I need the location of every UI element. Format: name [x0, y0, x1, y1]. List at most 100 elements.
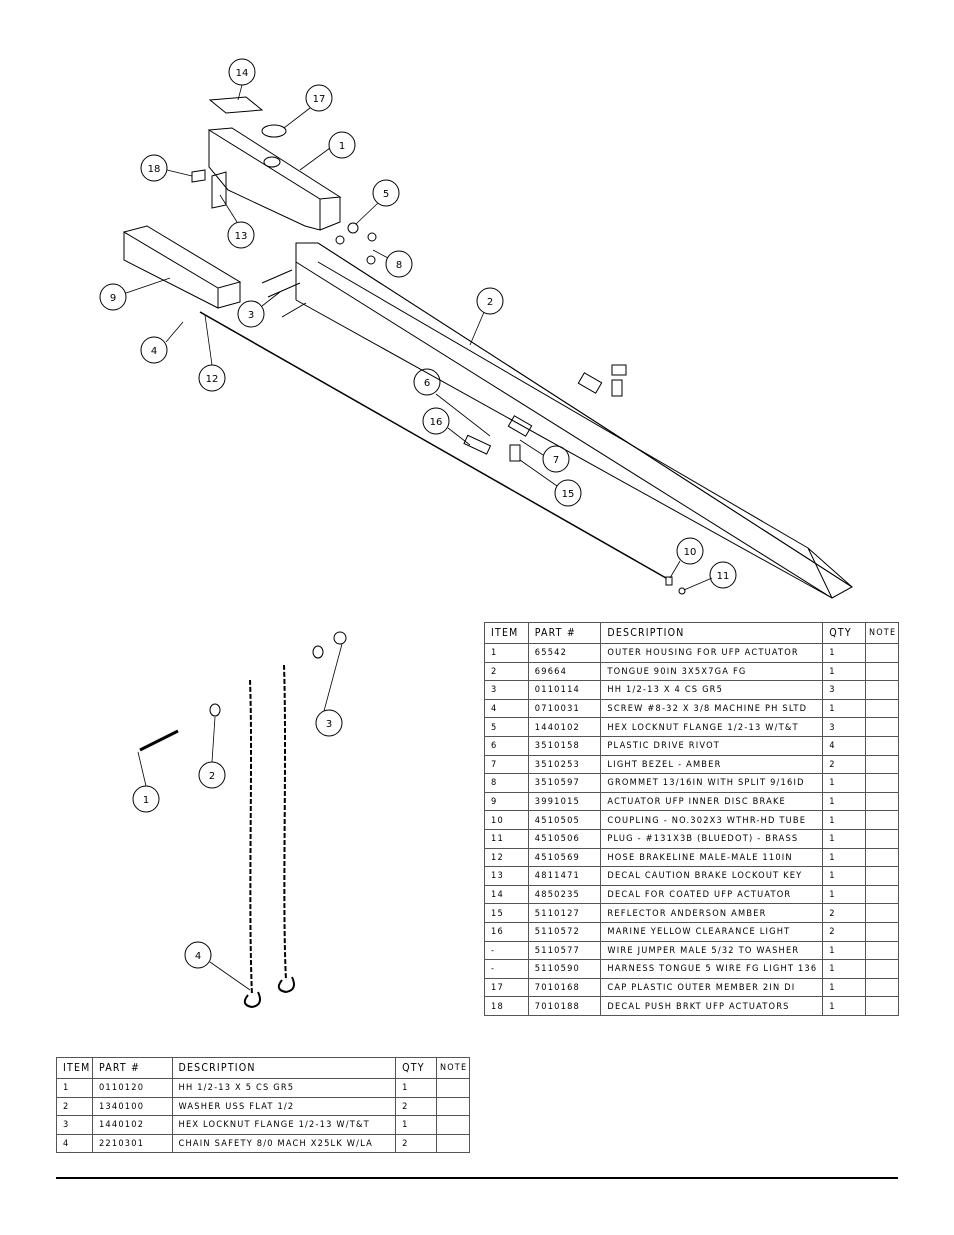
- cell-note: [435, 1096, 471, 1117]
- cell-description: HEX LOCKNUT FLANGE 1/2-13 W/T&T: [171, 1115, 397, 1135]
- cell-description: CAP PLASTIC OUTER MEMBER 2IN DI: [600, 977, 824, 998]
- balloon-10: 10: [684, 547, 697, 558]
- cell-part: 5110127: [527, 903, 602, 923]
- cell-part: 1340100: [91, 1096, 173, 1117]
- cell-description: DECAL CAUTION BRAKE LOCKOUT KEY: [600, 866, 824, 886]
- cell-description: PLASTIC DRIVE RIVOT: [600, 735, 824, 756]
- bolts-3: [261, 269, 307, 318]
- cell-description: SCREW #8-32 X 3/8 MACHINE PH SLTD: [600, 698, 824, 719]
- cell-part: 3991015: [527, 791, 602, 812]
- cell-qty: 1: [395, 1078, 437, 1098]
- cell-qty: 1: [822, 773, 866, 793]
- cell-note: [435, 1078, 471, 1098]
- lower-item-balloons: 3 2 1 4: [132, 709, 343, 969]
- decal-18: [191, 169, 206, 183]
- cell-note: [864, 959, 900, 979]
- cell-note: [864, 866, 900, 886]
- cell-description: TONGUE 90IN 3X5X7GA FG: [600, 661, 824, 682]
- cell-part: 3510253: [527, 754, 602, 775]
- cell-qty: 1: [822, 661, 866, 682]
- cell-part: 5110577: [527, 940, 602, 961]
- cell-note: [864, 643, 900, 663]
- cell-description: LIGHT BEZEL - AMBER: [600, 754, 824, 775]
- cell-qty: 2: [822, 903, 866, 923]
- cell-description: HH 1/2-13 X 4 CS GR5: [600, 680, 824, 700]
- cell-item: 2: [56, 1096, 93, 1117]
- cell-note: [864, 940, 900, 961]
- cell-qty: 4: [822, 735, 866, 756]
- cell-part: 4510506: [527, 828, 602, 849]
- cell-qty: 2: [822, 921, 866, 942]
- cell-part: 2210301: [91, 1133, 173, 1154]
- balloon-11: 11: [717, 571, 730, 582]
- table-header: ITEM PART # DESCRIPTION QTY NOTE: [484, 622, 900, 644]
- cell-description: HH 1/2-13 X 5 CS GR5: [171, 1078, 397, 1098]
- cell-part: 69664: [527, 661, 602, 682]
- cell-qty: 1: [822, 847, 866, 868]
- cell-description: ACTUATOR UFP INNER DISC BRAKE: [600, 791, 824, 812]
- cell-item: 14: [484, 884, 529, 905]
- cell-qty: 1: [822, 698, 866, 719]
- balloon-6: 6: [424, 378, 430, 389]
- cell-note: [864, 661, 900, 682]
- header-note: NOTE: [435, 1057, 471, 1079]
- balloon-8: 8: [396, 260, 402, 271]
- outer-housing-part: [207, 127, 342, 231]
- balloon-17: 17: [313, 94, 326, 105]
- decal-14: [208, 96, 264, 114]
- cell-part: 5110590: [527, 959, 602, 979]
- balloon-9: 9: [110, 293, 116, 304]
- cell-note: [864, 810, 900, 830]
- cell-part: 7010188: [527, 996, 602, 1016]
- cell-qty: 1: [822, 959, 866, 979]
- header-item: ITEM: [56, 1057, 93, 1079]
- header-item: ITEM: [484, 622, 529, 644]
- washer-hw-2: [209, 703, 221, 717]
- cell-note: [864, 977, 900, 998]
- cell-part: 1440102: [91, 1115, 173, 1135]
- cell-item: 3: [56, 1115, 93, 1135]
- cell-item: 17: [484, 977, 529, 998]
- cell-description: GROMMET 13/16IN WITH SPLIT 9/16ID: [600, 773, 824, 793]
- cell-description: HARNESS TONGUE 5 WIRE FG LIGHT 136: [600, 959, 824, 979]
- balloon-12: 12: [206, 374, 219, 385]
- cell-item: 8: [484, 773, 529, 793]
- cell-qty: 2: [395, 1096, 437, 1117]
- cell-part: 7010168: [527, 977, 602, 998]
- cell-item: 7: [484, 754, 529, 775]
- cell-part: 0110120: [91, 1078, 173, 1098]
- header-part: PART #: [91, 1057, 173, 1079]
- cell-qty: 2: [395, 1133, 437, 1154]
- cell-note: [435, 1133, 471, 1154]
- cell-description: PLUG - #131X3B (BLUEDOT) - BRASS: [600, 828, 824, 849]
- cell-qty: 1: [395, 1115, 437, 1135]
- balloon-7: 7: [553, 455, 559, 466]
- cell-description: HEX LOCKNUT FLANGE 1/2-13 W/T&T: [600, 717, 824, 737]
- balloon-hw-1: 1: [143, 795, 149, 806]
- cell-qty: 2: [822, 754, 866, 775]
- cell-qty: 1: [822, 996, 866, 1016]
- cell-part: 4510569: [527, 847, 602, 868]
- cell-note: [864, 735, 900, 756]
- cell-part: 65542: [527, 643, 602, 663]
- cell-qty: 3: [822, 680, 866, 700]
- cap-17: [261, 124, 287, 138]
- cell-note: [864, 828, 900, 849]
- cell-item: 5: [484, 717, 529, 737]
- cell-part: 4850235: [527, 884, 602, 905]
- cell-note: [864, 698, 900, 719]
